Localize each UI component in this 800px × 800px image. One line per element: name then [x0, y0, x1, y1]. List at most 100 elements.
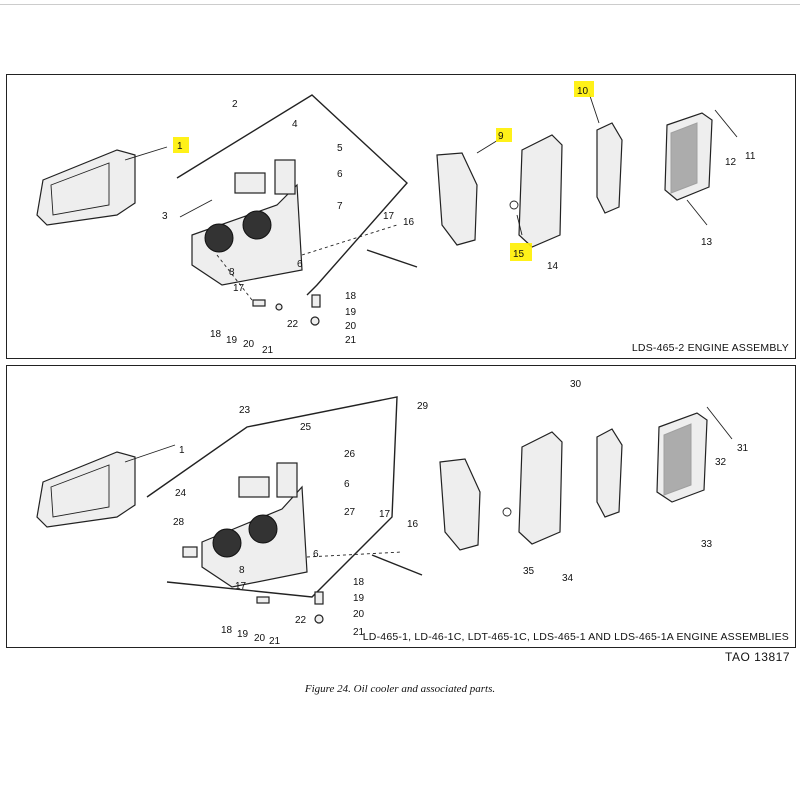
- callout-7: 7: [337, 201, 343, 212]
- plug-part-18: [311, 294, 321, 308]
- top-rule: [0, 4, 800, 5]
- callout-28: 28: [173, 517, 185, 528]
- screw-parts-11-12: [714, 109, 738, 138]
- leader-15: [516, 214, 523, 236]
- cooler-cover-part-33: [656, 412, 708, 503]
- pin-part-22: [275, 303, 283, 311]
- callout-15: 15: [513, 249, 525, 260]
- highlight-15: [510, 243, 532, 261]
- screw-parts-31-32: [706, 406, 733, 440]
- top-diagram-panel: 1 2 3 4 5 6 7 8 6 9 10 11 12 13 14 15 16…: [6, 74, 796, 359]
- callout-5: 5: [337, 143, 343, 154]
- callout-19-left-bottom: 19: [237, 629, 249, 640]
- callout-22-bottom: 22: [295, 615, 307, 626]
- seal-ring-part-35: [502, 507, 512, 517]
- callout-33: 33: [701, 539, 713, 550]
- callout-35: 35: [523, 566, 535, 577]
- callout-3: 3: [162, 211, 168, 222]
- callout-32: 32: [715, 457, 727, 468]
- spring-part-19-bottom: [256, 596, 270, 604]
- cooler-cover-part-13: [664, 112, 713, 201]
- callout-16-bottom: 16: [407, 519, 419, 530]
- callout-26: 26: [344, 449, 356, 460]
- callout-21-left-bottom: 21: [269, 636, 281, 647]
- callout-18-right: 18: [345, 291, 357, 302]
- gasket-part-9: [436, 152, 478, 246]
- callout-12: 12: [725, 157, 737, 168]
- callout-14: 14: [547, 261, 559, 272]
- assembly-bracket: [176, 94, 408, 296]
- callout-17-lower-bottom: 17: [235, 581, 247, 592]
- gasket-part-1-bottom: [36, 451, 136, 528]
- cooler-plate-part-14: [518, 134, 563, 248]
- callout-17: 17: [383, 211, 395, 222]
- callout-25: 25: [300, 422, 312, 433]
- gasket-part-1: [36, 149, 136, 226]
- callout-19-right-bottom: 19: [353, 593, 365, 604]
- highlight-9: [496, 128, 512, 142]
- cooler-plate-part-34: [518, 431, 563, 545]
- callout-6-lower-bottom: 6: [313, 549, 319, 560]
- callout-17-bottom: 17: [379, 509, 391, 520]
- callout-1: 1: [177, 141, 183, 152]
- gasket-part-30: [596, 428, 623, 518]
- callout-29: 29: [417, 401, 429, 412]
- callout-8-bottom: 8: [239, 565, 245, 576]
- leader-1: [124, 146, 168, 161]
- leader-13: [686, 199, 708, 226]
- callout-8: 8: [229, 267, 235, 278]
- callout-4: 4: [292, 119, 298, 130]
- plug-part-18-bottom: [314, 591, 324, 605]
- callout-20-left-bottom: 20: [254, 633, 266, 644]
- figure-caption: Figure 24. Oil cooler and associated par…: [304, 683, 496, 695]
- callout-1-bottom: 1: [179, 445, 185, 456]
- callout-31: 31: [737, 443, 749, 454]
- bolt-part-16: [366, 249, 418, 268]
- callout-18-right-bottom: 18: [353, 577, 365, 588]
- callout-18-left: 18: [210, 329, 222, 340]
- dashed-line: [301, 224, 398, 256]
- callout-34: 34: [562, 573, 574, 584]
- callout-6-bottom: 6: [344, 479, 350, 490]
- callout-22: 22: [287, 319, 299, 330]
- callout-20-left: 20: [243, 339, 255, 350]
- callout-10: 10: [577, 86, 589, 97]
- bottom-exploded-view: 1 23 24 25 26 6 27 28 8 6 29 30 31 32 33…: [36, 379, 749, 647]
- tao-number: TAO 13817: [725, 650, 790, 664]
- callout-6-lower: 6: [297, 259, 303, 270]
- bottom-diagram-panel: 1 23 24 25 26 6 27 28 8 6 29 30 31 32 33…: [6, 365, 796, 648]
- oil-cooler-housing-bottom: [201, 462, 308, 588]
- callout-2: 2: [232, 99, 238, 110]
- callout-21-right: 21: [345, 335, 357, 346]
- seal-ring-part-15: [509, 200, 519, 210]
- callout-21-left: 21: [262, 345, 274, 356]
- assembly-bracket-bottom: [146, 396, 398, 598]
- highlight-1: [173, 137, 189, 153]
- leader-10: [588, 92, 600, 124]
- oil-cooler-housing: [191, 159, 303, 286]
- top-exploded-view: 1 2 3 4 5 6 7 8 6 9 10 11 12 13 14 15 16…: [36, 81, 756, 356]
- callout-6: 6: [337, 169, 343, 180]
- top-panel-caption: LDS-465-2 ENGINE ASSEMBLY: [631, 342, 789, 354]
- callout-21-right-bottom: 21: [353, 627, 365, 638]
- spring-part-19: [252, 299, 266, 307]
- callout-9: 9: [498, 131, 504, 142]
- gasket-part-29: [439, 458, 481, 551]
- callout-16: 16: [403, 217, 415, 228]
- callout-23: 23: [239, 405, 251, 416]
- bolt-part-16-bottom: [371, 554, 423, 576]
- callout-11: 11: [745, 151, 756, 162]
- callout-27: 27: [344, 507, 356, 518]
- callout-18-left-bottom: 18: [221, 625, 233, 636]
- callout-17-lower: 17: [233, 283, 245, 294]
- washer-part-20-bottom: [314, 614, 324, 624]
- callout-20-right-bottom: 20: [353, 609, 365, 620]
- washer-part-20: [310, 316, 320, 326]
- callout-19-right: 19: [345, 307, 357, 318]
- leader-1-bottom: [124, 444, 176, 463]
- callout-24: 24: [175, 488, 187, 499]
- dashed-line-bottom: [306, 551, 403, 558]
- callout-19-left: 19: [226, 335, 238, 346]
- callout-30: 30: [570, 379, 582, 390]
